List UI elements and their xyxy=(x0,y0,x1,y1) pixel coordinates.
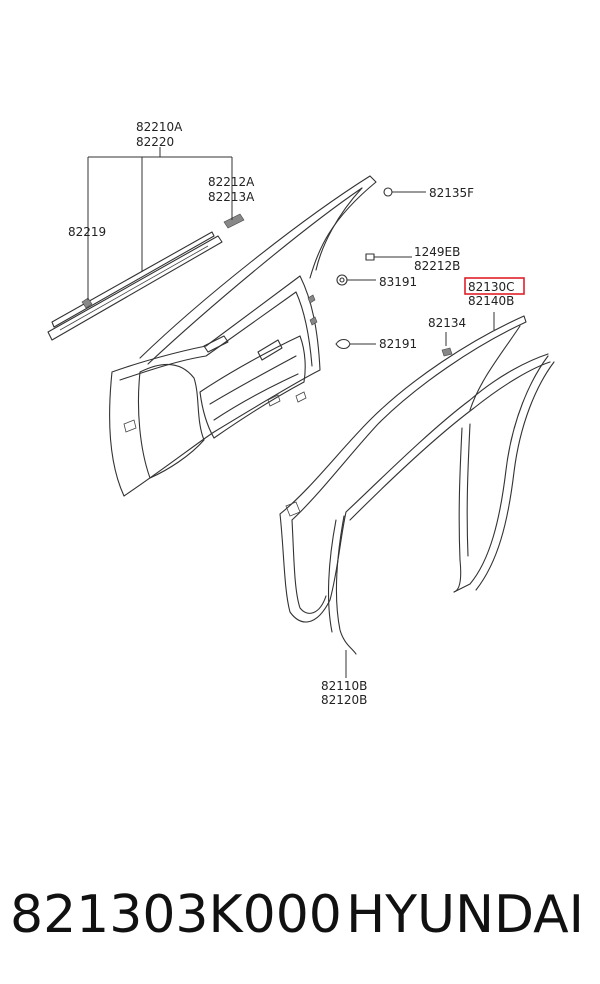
label-82134: 82134 xyxy=(428,316,466,330)
clip-82135f xyxy=(383,187,426,197)
clip-82212a xyxy=(223,213,245,229)
brand-name: HYUNDAI xyxy=(346,885,584,945)
label-82212a: 82212A xyxy=(208,175,255,189)
label-82120b: 82120B xyxy=(321,693,367,707)
label-82110b: 82110B xyxy=(321,679,367,693)
footer: 821303K000 HYUNDAI xyxy=(0,870,600,960)
door-weatherstrip xyxy=(279,312,555,655)
front-door xyxy=(109,175,377,497)
label-1249eb: 1249EB xyxy=(414,245,460,259)
cap-82191 xyxy=(335,338,376,350)
part-number: 821303K000 xyxy=(10,885,342,945)
label-82140b: 82140B xyxy=(468,294,514,308)
highlight-box xyxy=(464,277,525,295)
label-82191: 82191 xyxy=(379,337,417,351)
screw-1249eb xyxy=(365,253,412,261)
parts-diagram: 82210A 82220 82212A 82213A 82219 82135F … xyxy=(47,120,555,707)
grommet-83191 xyxy=(336,274,376,286)
label-82219: 82219 xyxy=(68,225,106,239)
label-82130c: 82130C xyxy=(468,280,515,294)
clip-82134 xyxy=(441,332,453,357)
label-82213a: 82213A xyxy=(208,190,255,204)
label-82210a: 82210A xyxy=(136,120,183,134)
leader-group-82210a xyxy=(87,147,233,300)
label-82212b: 82212B xyxy=(414,259,460,273)
label-82135f: 82135F xyxy=(429,186,474,200)
belt-moulding-strip xyxy=(47,231,223,341)
label-83191: 83191 xyxy=(379,275,417,289)
label-82220: 82220 xyxy=(136,135,174,149)
